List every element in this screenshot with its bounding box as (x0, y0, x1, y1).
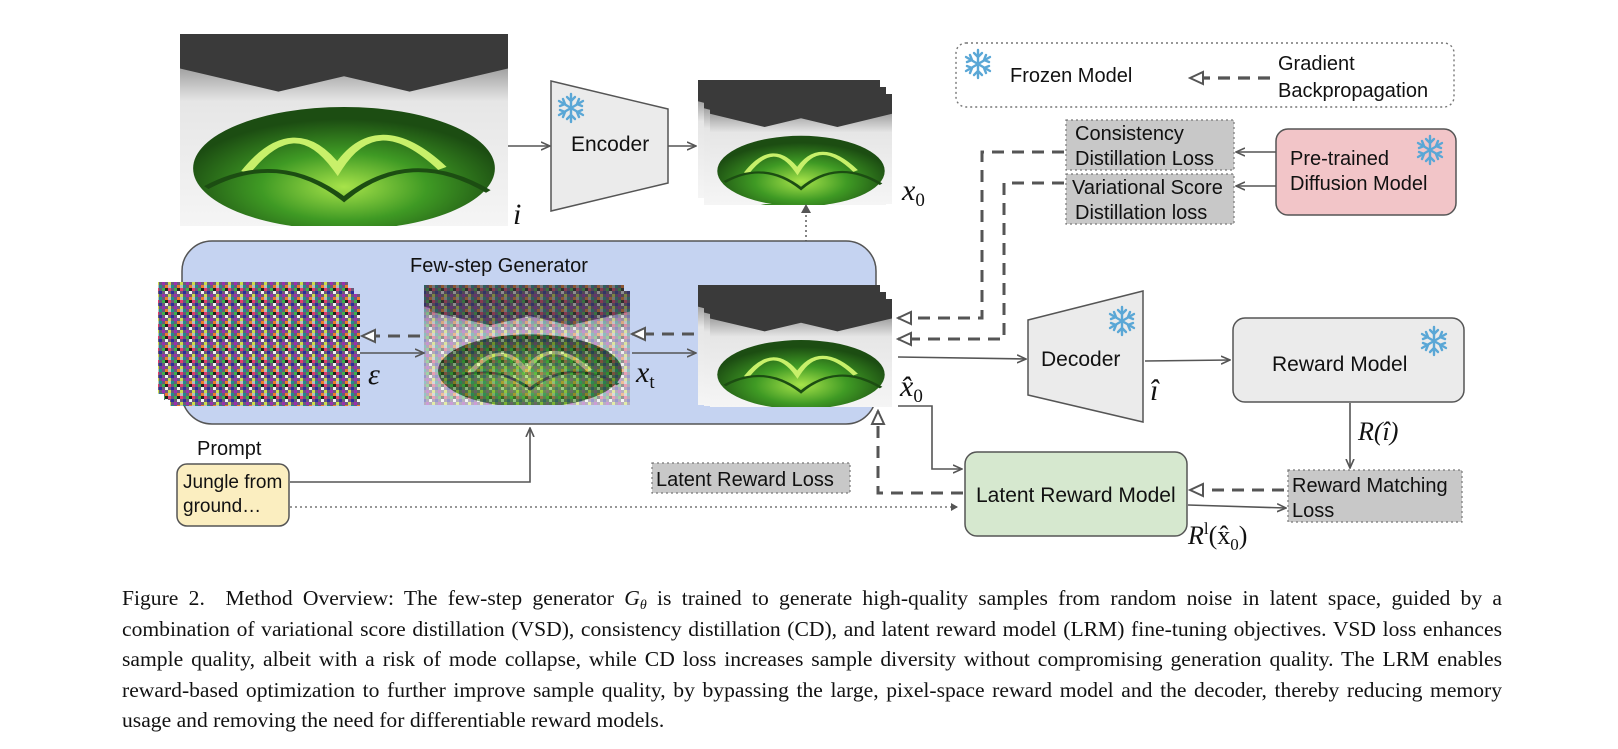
legend-gradient-line1: Gradient (1278, 53, 1355, 75)
variational-loss-box (1065, 173, 1235, 225)
prompt-box (176, 463, 290, 527)
grad-arrow-lrm-to-x0hat (878, 411, 963, 495)
encoder-label: Encoder (571, 133, 649, 156)
pretrained-diffusion-box (1275, 128, 1457, 216)
consistency-line1: Consistency (1075, 123, 1184, 145)
caption-part2: is trained to generate high-quality samp… (122, 586, 1502, 733)
consistency-loss-box (1065, 119, 1235, 171)
symbol-xt: xt (635, 356, 655, 393)
consistency-line2: Distillation Loss (1075, 148, 1214, 170)
caption-g-symbol: G (624, 586, 640, 610)
decoder-label: Decoder (1041, 348, 1120, 371)
legend-gradient-line2: Backpropagation (1278, 80, 1428, 102)
arrow-x0hat-to-lrm (898, 405, 962, 469)
variational-line1: Variational Score (1072, 177, 1223, 199)
variational-line2: Distillation loss (1075, 202, 1207, 224)
arrow-lrm-to-matching (1187, 505, 1286, 508)
symbol-r-ihat: R(î) (1357, 417, 1398, 446)
symbol-x0hat: x̂0 (899, 370, 923, 407)
generator-title: Few-step Generator (410, 255, 588, 277)
latent-reward-loss-box (651, 462, 851, 494)
legend-box (955, 42, 1455, 108)
symbol-x0: x0 (901, 174, 925, 211)
pretrained-line2: Diffusion Model (1290, 173, 1427, 195)
caption-g-sub: θ (639, 598, 647, 613)
x0-latent-stack (698, 80, 892, 207)
caption-part1: Method Overview: The few-step generator (225, 586, 625, 610)
arrow-x0hat-to-decoder (897, 357, 1026, 359)
reward-model-label: Reward Model (1272, 353, 1407, 376)
noise-image-stack (158, 282, 360, 406)
x0hat-output-stack (698, 285, 892, 409)
input-image-stack (180, 34, 508, 230)
arrow-decoder-to-reward (1144, 360, 1230, 361)
reward-matching-loss-box (1287, 469, 1463, 523)
prompt-text-line1: Jungle from (183, 472, 282, 493)
latent-reward-model-label: Latent Reward Model (976, 484, 1176, 507)
figure-caption: Figure 2. Method Overview: The few-step … (122, 583, 1502, 736)
symbol-i-hat: î (1150, 374, 1160, 407)
reward-matching-line2: Loss (1292, 500, 1334, 522)
grad-arrow-consistency-to-x0hat (898, 150, 1064, 318)
xt-noisy-stack (424, 285, 630, 405)
reward-model-box (1232, 317, 1465, 403)
latent-reward-model-box (964, 451, 1188, 537)
grad-arrow-variational-to-x0hat (898, 181, 1064, 339)
caption-figure-label: Figure 2. (122, 586, 205, 610)
symbol-epsilon: ε (368, 358, 380, 391)
latent-reward-loss-label: Latent Reward Loss (656, 469, 834, 491)
arrow-prompt-to-generator (290, 428, 530, 483)
reward-matching-line1: Reward Matching (1292, 475, 1448, 497)
prompt-text-line2: ground… (183, 496, 261, 517)
symbol-i: i (513, 198, 521, 231)
symbol-rl: Rl(x̂0) (1187, 519, 1247, 554)
prompt-title: Prompt (197, 438, 262, 460)
legend-frozen-model: Frozen Model (1010, 65, 1132, 87)
pretrained-line1: Pre-trained (1290, 148, 1389, 170)
method-diagram: Frozen Model Gradient Backpropagation i … (158, 0, 1465, 554)
